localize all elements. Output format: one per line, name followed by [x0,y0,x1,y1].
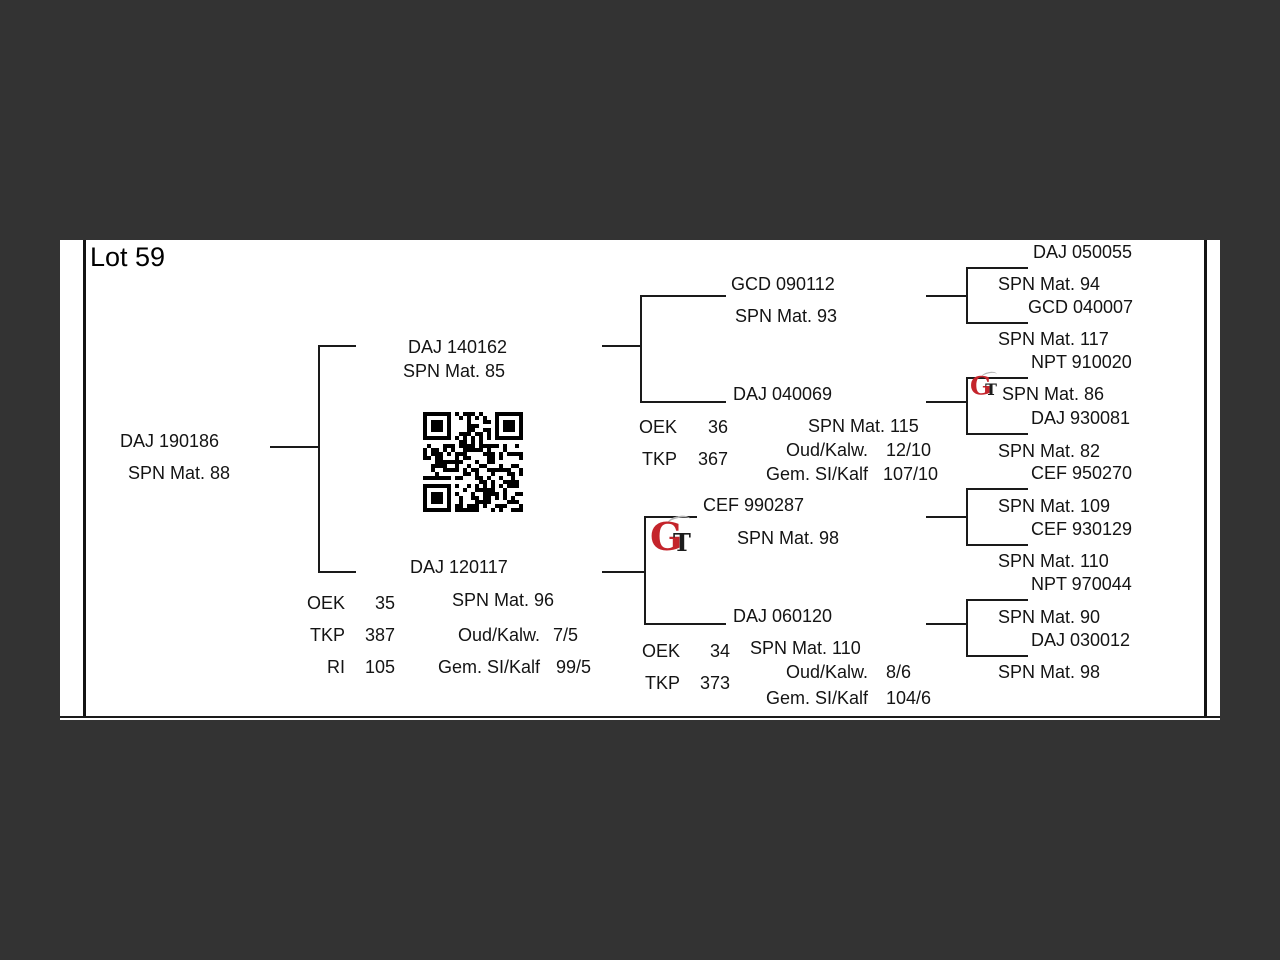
sire-dam-oud-kalw-value: 12/10 [886,440,932,460]
sire-mat: SPN Mat. 85 [403,361,506,381]
gen4-mat: SPN Mat. 82 [998,441,1101,461]
gen4-mat: SPN Mat. 109 [998,496,1111,516]
connector-line [966,544,1028,546]
connector-line [966,599,968,657]
connector-line [644,516,646,625]
connector-line [640,295,726,297]
connector-line [318,345,356,347]
dam-dam-tkp-value: 373 [699,673,730,693]
gt-logo-g: G [970,370,992,401]
sire-dam-gem-si-kalf-value: 107/10 [883,464,939,484]
connector-line [602,571,646,573]
connector-line [966,655,1028,657]
gen4-id: CEF 930129 [1031,519,1133,539]
dam-sire-id: CEF 990287 [703,495,805,515]
connector-line [966,488,1028,490]
dam-oud-kalw-value: 7/5 [553,625,579,645]
connector-line [602,345,642,347]
sire-dam-oek-label: OEK [638,417,677,437]
gen4-id: DAJ 030012 [1031,630,1131,650]
dam-ri-label: RI [327,657,345,677]
dam-id: DAJ 120117 [410,557,508,577]
dam-dam-oek-label: OEK [641,641,680,661]
gen4-id: CEF 950270 [1031,463,1133,483]
gen4-mat: SPN Mat. 110 [998,551,1109,571]
dam-tkp-label: TKP [309,625,345,645]
connector-line [966,488,968,546]
sire-id: DAJ 140162 [408,337,508,357]
connector-line [966,377,968,435]
dam-dam-tkp-label: TKP [644,673,680,693]
dam-oek-value: 35 [374,593,395,613]
gt-logo-t: T [985,379,997,400]
gt-logo-icon: G T [970,370,1000,401]
gen4-id: GCD 040007 [1028,297,1134,317]
gt-logo-icon: G T [650,513,696,560]
connector-line [640,401,726,403]
connector-line [966,267,1028,269]
subject-mat: SPN Mat. 88 [128,463,231,483]
dam-sire-mat: SPN Mat. 98 [737,528,840,548]
connector-line [926,401,968,403]
sire-sire-mat: SPN Mat. 93 [735,306,838,326]
sire-dam-gem-si-kalf-label: Gem. SI/Kalf [765,464,868,484]
connector-line [644,516,697,518]
gen4-mat: SPN Mat. 94 [998,274,1101,294]
connector-line [640,295,642,403]
dam-dam-gem-si-kalf-label: Gem. SI/Kalf [765,688,868,708]
page-border-right [1204,240,1207,718]
connector-line [966,322,1028,324]
gen4-id: DAJ 930081 [1031,408,1131,428]
qr-code [423,412,523,512]
dam-dam-oek-value: 34 [709,641,730,661]
connector-line [966,599,1028,601]
gen4-mat: SPN Mat. 86 [1002,384,1105,404]
connector-line [644,623,726,625]
sire-dam-oud-kalw-label: Oud/Kalw. [785,440,868,460]
connector-line [966,433,1028,435]
dam-oud-kalw-label: Oud/Kalw. [457,625,540,645]
dam-gem-si-kalf-label: Gem. SI/Kalf [437,657,540,677]
dam-dam-mat: SPN Mat. 110 [750,638,861,658]
sire-dam-tkp-value: 367 [697,449,728,469]
sire-dam-mat: SPN Mat. 115 [808,416,919,436]
connector-line [926,623,968,625]
page-border-bottom [60,716,1220,718]
gen4-mat: SPN Mat. 117 [998,329,1109,349]
lot-title: Lot 59 [90,242,166,272]
gen4-mat: SPN Mat. 98 [998,662,1101,682]
dam-gem-si-kalf-value: 99/5 [556,657,592,677]
connector-line [926,295,968,297]
dam-ri-value: 105 [364,657,395,677]
connector-line [270,446,319,448]
connector-line [318,571,356,573]
dam-dam-oud-kalw-value: 8/6 [886,662,912,682]
gt-logo-t: T [673,528,691,557]
sire-dam-id: DAJ 040069 [733,384,833,404]
dam-tkp-value: 387 [364,625,395,645]
connector-line [966,267,968,324]
dam-oek-label: OEK [306,593,345,613]
sire-dam-tkp-label: TKP [641,449,677,469]
connector-line [966,377,1028,379]
gen4-id: NPT 910020 [1031,352,1132,372]
gt-logo-g: G [650,514,683,559]
dam-dam-oud-kalw-label: Oud/Kalw. [785,662,868,682]
gen4-id: DAJ 050055 [1033,242,1133,262]
connector-line [926,516,968,518]
sire-sire-id: GCD 090112 [731,274,835,294]
subject-id: DAJ 190186 [120,431,220,451]
page-border-left [83,240,86,718]
dam-mat: SPN Mat. 96 [452,590,555,610]
dam-dam-id: DAJ 060120 [733,606,833,626]
dam-dam-gem-si-kalf-value: 104/6 [886,688,932,708]
gen4-id: NPT 970044 [1031,574,1132,594]
connector-line [318,345,320,573]
sire-dam-oek-value: 36 [707,417,728,437]
gen4-mat: SPN Mat. 90 [998,607,1101,627]
